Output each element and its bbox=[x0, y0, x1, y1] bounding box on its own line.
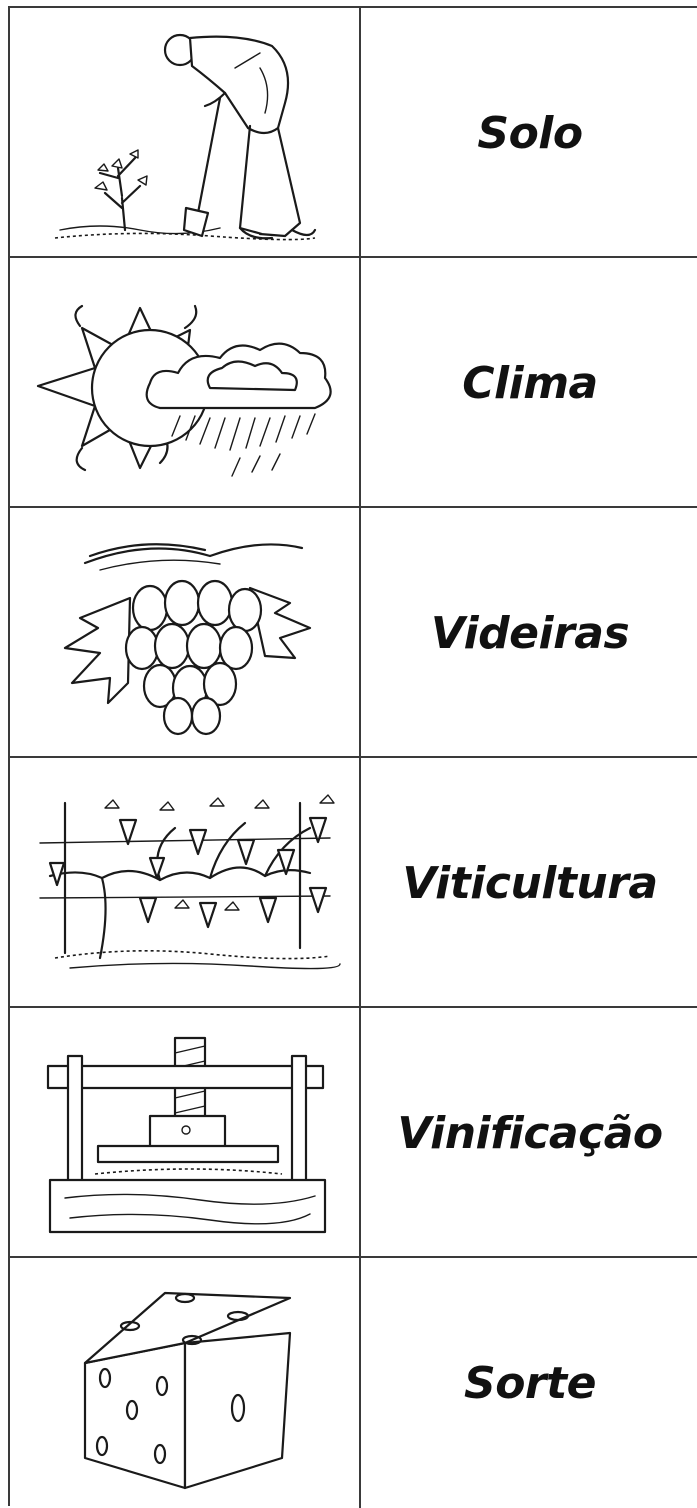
card-row-videiras: Videiras bbox=[10, 508, 697, 758]
gardener-soil-icon bbox=[10, 8, 359, 258]
card-label: Clima bbox=[462, 357, 598, 409]
card-label: Solo bbox=[477, 107, 583, 159]
card-label: Vinificação bbox=[397, 1107, 663, 1159]
card-label: Videiras bbox=[430, 607, 630, 659]
card-row-clima: Clima bbox=[10, 258, 697, 508]
card-row-sorte: Sorte bbox=[10, 1258, 697, 1508]
vineyard-trellis-icon bbox=[10, 758, 359, 1008]
card-row-vinificacao: Vinificação bbox=[10, 1008, 697, 1258]
card-table: Solo Clima bbox=[8, 6, 697, 1508]
row-divider bbox=[10, 1256, 697, 1258]
wine-press-icon bbox=[10, 1008, 359, 1258]
row-divider bbox=[10, 756, 697, 758]
dice-icon bbox=[10, 1258, 359, 1508]
row-divider bbox=[10, 256, 697, 258]
column-divider bbox=[359, 8, 361, 1508]
sun-clouds-rain-icon bbox=[10, 258, 359, 508]
row-divider bbox=[10, 506, 697, 508]
card-label: Viticultura bbox=[402, 857, 658, 909]
row-divider bbox=[10, 1006, 697, 1008]
grape-bunch-icon bbox=[10, 508, 359, 758]
card-row-viticultura: Viticultura bbox=[10, 758, 697, 1008]
card-label: Sorte bbox=[464, 1357, 597, 1409]
card-row-solo: Solo bbox=[10, 8, 697, 258]
